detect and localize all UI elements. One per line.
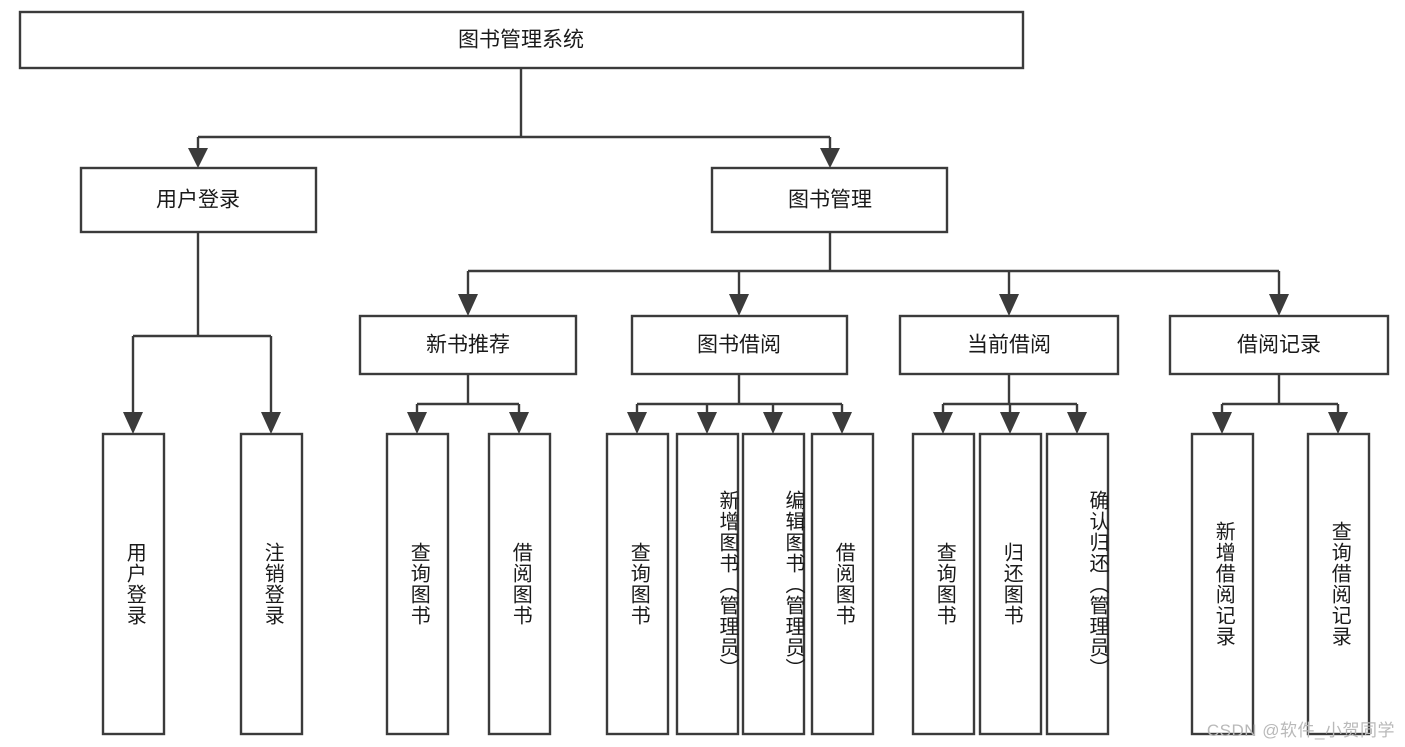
arrow-head-leaf-query-book-3 bbox=[933, 412, 953, 434]
arrow-head-leaf-borrow-book-1 bbox=[509, 412, 529, 434]
node-box-book-borrow[interactable] bbox=[630, 314, 849, 376]
node-book-management[interactable]: 图书管理 bbox=[710, 166, 949, 234]
connector-group-book-borrow bbox=[627, 374, 852, 434]
node-box-leaf-return-book[interactable] bbox=[978, 432, 1043, 736]
arrow-head-new-book-recommend bbox=[458, 294, 478, 316]
node-borrow-record[interactable]: 借阅记录 bbox=[1168, 314, 1390, 376]
arrow-head-leaf-return-book bbox=[1000, 412, 1020, 434]
node-box-leaf-query-book-3[interactable] bbox=[911, 432, 976, 736]
connector-group-root bbox=[188, 68, 840, 168]
node-label-book-borrow: 图书借阅 bbox=[697, 334, 781, 357]
node-label-current-borrow: 当前借阅 bbox=[967, 334, 1051, 357]
node-box-user-login[interactable] bbox=[79, 166, 318, 234]
node-box-new-book-recommend[interactable] bbox=[358, 314, 578, 376]
csdn-watermark: CSDN @软件_小贺同学 bbox=[1206, 721, 1395, 740]
node-box-leaf-confirm-return[interactable] bbox=[1045, 432, 1110, 736]
node-label-new-book-recommend: 新书推荐 bbox=[426, 334, 510, 357]
node-box-book-management[interactable] bbox=[710, 166, 949, 234]
arrow-head-leaf-edit-book bbox=[763, 412, 783, 434]
connector-group-user-login bbox=[123, 232, 281, 434]
node-box-leaf-add-record[interactable] bbox=[1190, 432, 1255, 736]
arrow-head-leaf-query-book-1 bbox=[407, 412, 427, 434]
arrow-head-user-login bbox=[188, 148, 208, 168]
arrow-head-leaf-query-book-2 bbox=[627, 412, 647, 434]
node-label-user-login: 用户登录 bbox=[156, 189, 240, 212]
node-book-borrow[interactable]: 图书借阅 bbox=[630, 314, 849, 376]
node-new-book-recommend[interactable]: 新书推荐 bbox=[358, 314, 578, 376]
node-box-leaf-user-login[interactable] bbox=[101, 432, 166, 736]
node-box-leaf-query-book-2[interactable] bbox=[605, 432, 670, 736]
arrow-head-leaf-add-record bbox=[1212, 412, 1232, 434]
arrow-head-leaf-logout-login bbox=[261, 412, 281, 434]
arrow-head-leaf-user-login bbox=[123, 412, 143, 434]
node-box-borrow-record[interactable] bbox=[1168, 314, 1390, 376]
arrow-head-leaf-confirm-return bbox=[1067, 412, 1087, 434]
node-box-leaf-edit-book[interactable] bbox=[741, 432, 806, 736]
node-label-borrow-record: 借阅记录 bbox=[1237, 334, 1321, 357]
node-current-borrow[interactable]: 当前借阅 bbox=[898, 314, 1120, 376]
connector-group-new-book-recommend bbox=[407, 374, 529, 434]
node-box-leaf-add-book[interactable] bbox=[675, 432, 740, 736]
node-user-login[interactable]: 用户登录 bbox=[79, 166, 318, 234]
connector-group-current-borrow bbox=[933, 374, 1087, 434]
node-box-leaf-logout-login[interactable] bbox=[239, 432, 304, 736]
arrow-head-book-management bbox=[820, 148, 840, 168]
node-label-root: 图书管理系统 bbox=[458, 29, 584, 52]
node-root[interactable]: 图书管理系统 bbox=[18, 10, 1025, 70]
node-box-leaf-query-record[interactable] bbox=[1306, 432, 1371, 736]
node-box-leaf-query-book-1[interactable] bbox=[385, 432, 450, 736]
arrow-head-leaf-borrow-book-2 bbox=[832, 412, 852, 434]
arrow-head-leaf-add-book bbox=[697, 412, 717, 434]
arrow-head-borrow-record bbox=[1269, 294, 1289, 316]
connector-group-borrow-record bbox=[1212, 374, 1348, 434]
arrow-head-book-borrow bbox=[729, 294, 749, 316]
connector-group-book-management bbox=[458, 232, 1289, 316]
arrow-head-current-borrow bbox=[999, 294, 1019, 316]
node-box-leaf-borrow-book-1[interactable] bbox=[487, 432, 552, 736]
arrow-head-leaf-query-record bbox=[1328, 412, 1348, 434]
node-box-current-borrow[interactable] bbox=[898, 314, 1120, 376]
node-label-book-management: 图书管理 bbox=[788, 189, 872, 212]
node-box-leaf-borrow-book-2[interactable] bbox=[810, 432, 875, 736]
node-box-root[interactable] bbox=[18, 10, 1025, 70]
